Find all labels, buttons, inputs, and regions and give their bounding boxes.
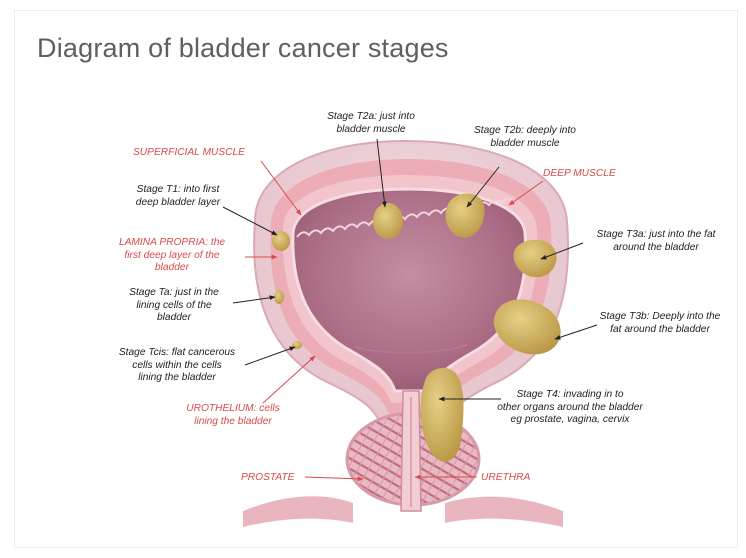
bladder-illustration: [15, 11, 737, 547]
diagram-frame: Diagram of bladder cancer stages SUPERFI…: [14, 10, 738, 548]
tumor-ta: [274, 290, 284, 304]
label-stage-t1: Stage T1: into first deep bladder layer: [123, 184, 233, 209]
label-stage-t2b: Stage T2b: deeply into bladder muscle: [465, 125, 585, 150]
label-stage-t4: Stage T4: invading in to other organs ar…: [485, 389, 655, 427]
pelvic-floor-right: [445, 497, 563, 527]
label-urothelium: UROTHELIUM: cells lining the bladder: [177, 403, 289, 428]
label-stage-ta: Stage Ta: just in the lining cells of th…: [115, 287, 233, 325]
label-stage-t3a: Stage T3a: just into the fat around the …: [581, 229, 731, 254]
label-stage-t2a: Stage T2a: just into bladder muscle: [311, 111, 431, 136]
tumor-t2a: [373, 203, 403, 239]
label-stage-tcis: Stage Tcis: flat cancerous cells within …: [103, 347, 251, 385]
label-deep-muscle: DEEP MUSCLE: [543, 168, 616, 181]
page-title: Diagram of bladder cancer stages: [37, 33, 449, 64]
arrow-tcis: [245, 347, 295, 365]
label-prostate: PROSTATE: [241, 472, 294, 485]
label-urethra: URETHRA: [481, 472, 530, 485]
pelvic-floor-left: [243, 496, 353, 527]
label-superficial-muscle: SUPERFICIAL MUSCLE: [133, 147, 245, 160]
label-stage-t3b: Stage T3b: Deeply into the fat around th…: [587, 311, 733, 336]
arrow-urothelium: [263, 356, 315, 403]
label-lamina-propria: LAMINA PROPRIA: the first deep layer of …: [107, 237, 237, 275]
